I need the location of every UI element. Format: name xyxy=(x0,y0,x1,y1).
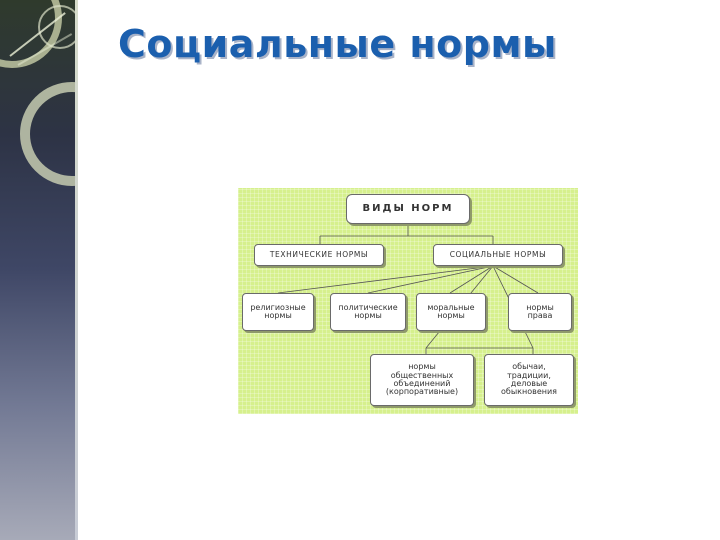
social-norms-box: СОЦИАЛЬНЫЕ НОРМЫ xyxy=(433,244,563,266)
norms-diagram: ВИДЫ НОРМ ТЕХНИЧЕСКИЕ НОРМЫ СОЦИАЛЬНЫЕ Н… xyxy=(238,188,578,414)
corporate-norms-box: нормы общественных объединений (корпорат… xyxy=(370,354,474,406)
decorative-sidebar xyxy=(0,0,78,540)
decorative-ring xyxy=(20,82,78,186)
religious-norms-box: религиозные нормы xyxy=(242,293,314,331)
slide-title: Социальные нормы xyxy=(118,22,557,66)
political-norms-box: политические нормы xyxy=(330,293,406,331)
technical-norms-box: ТЕХНИЧЕСКИЕ НОРМЫ xyxy=(254,244,384,266)
connector-line xyxy=(450,266,493,293)
law-norms-box: нормы права xyxy=(508,293,572,331)
moral-norms-box: моральные нормы xyxy=(416,293,486,331)
diagram-root-box: ВИДЫ НОРМ xyxy=(346,194,470,224)
customs-traditions-box: обычаи, традиции, деловые обыкновения xyxy=(484,354,574,406)
